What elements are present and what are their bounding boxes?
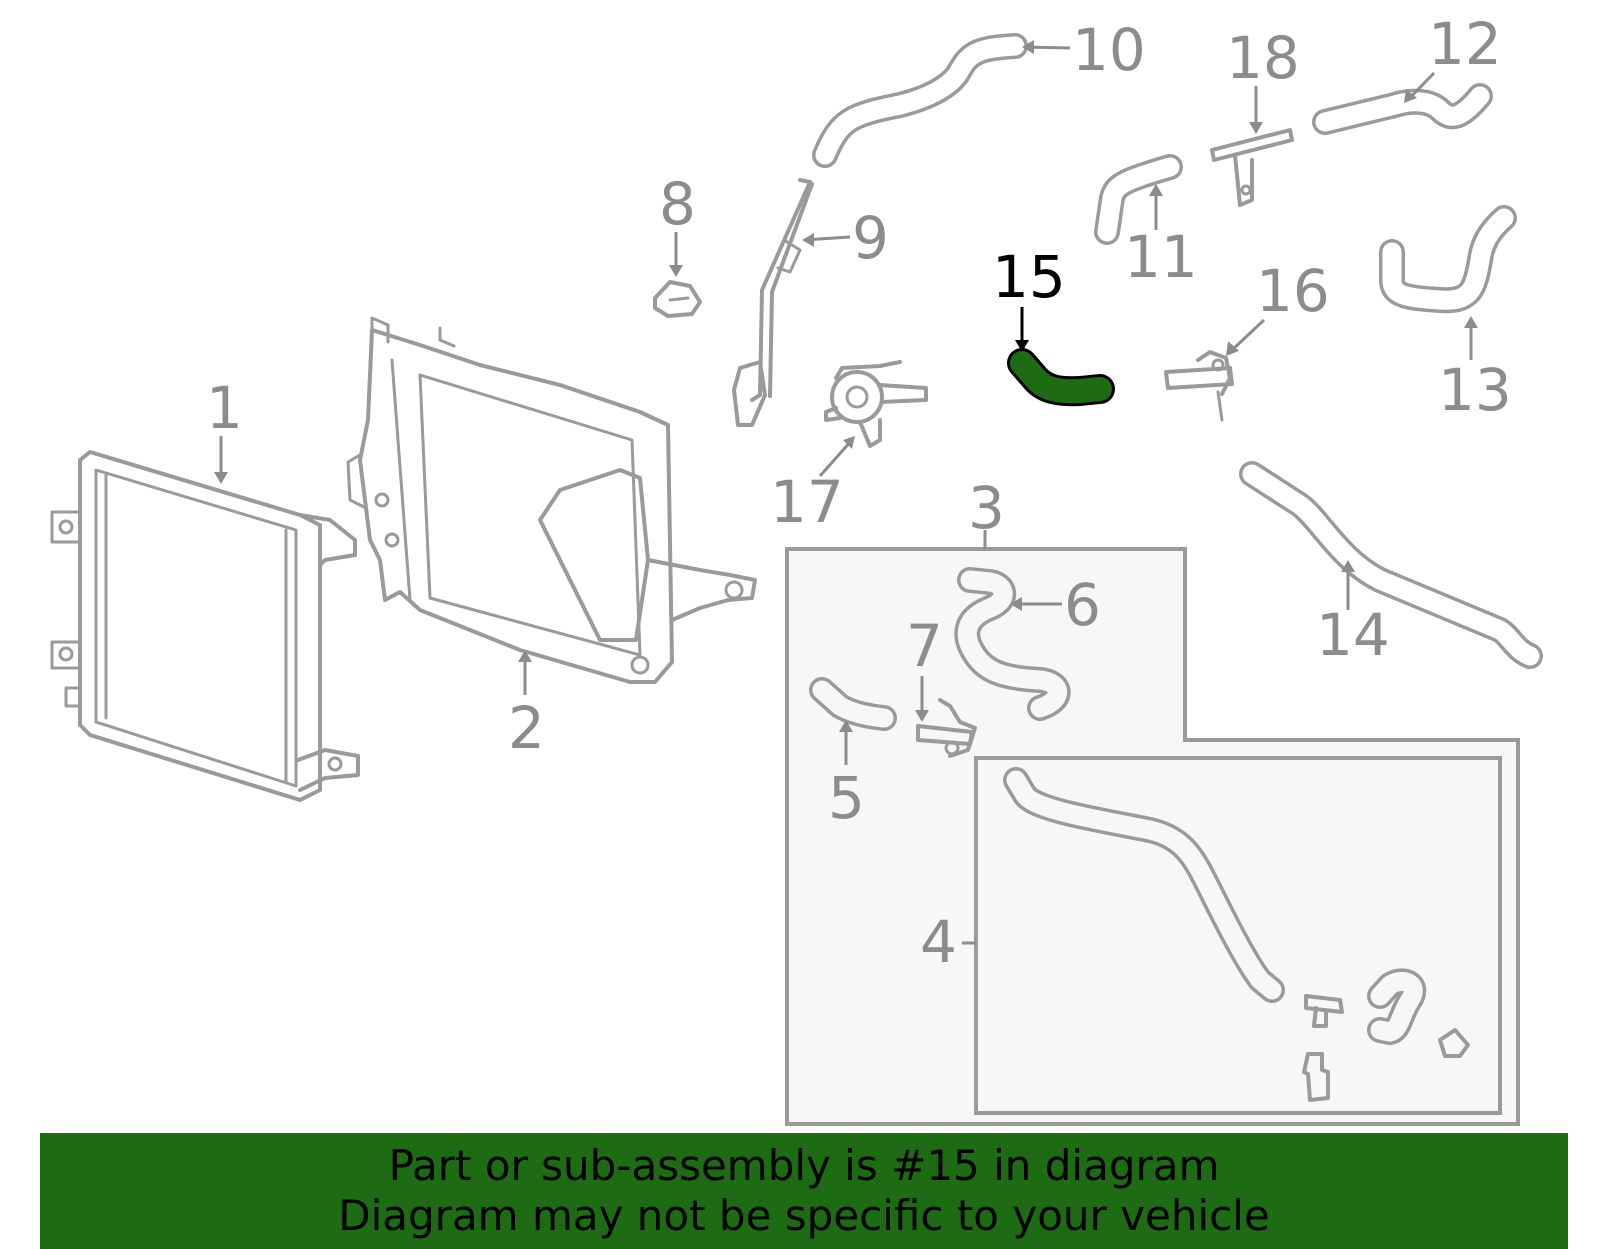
part-1-radiator: [50, 450, 360, 802]
leader-lines: [214, 40, 1478, 945]
part-10-hose: [812, 33, 1028, 168]
arrowhead-9: [802, 233, 814, 247]
arrowhead-6: [1010, 597, 1022, 611]
arrowhead-15: [1015, 340, 1029, 352]
part-2-radiator-support: [346, 316, 757, 684]
banner-line-2: Diagram may not be specific to your vehi…: [338, 1191, 1270, 1240]
arrowhead-18: [1249, 122, 1263, 134]
arrowhead-11: [1149, 184, 1163, 196]
part-16-fitting: [1164, 350, 1234, 422]
callout-3: 3: [968, 474, 1005, 542]
part-5-hose: [809, 677, 897, 731]
arrowhead-16: [1226, 341, 1239, 356]
callout-18: 18: [1226, 24, 1300, 92]
callout-6: 6: [1064, 571, 1101, 639]
callout-15: 15: [992, 243, 1066, 311]
arrowhead-12: [1404, 89, 1417, 103]
callout-1: 1: [206, 374, 243, 442]
arrowhead-5: [839, 720, 853, 732]
callout-14: 14: [1316, 601, 1390, 669]
callout-8: 8: [659, 170, 696, 238]
part-13-hose: [1379, 205, 1517, 314]
callout-13: 13: [1438, 356, 1512, 424]
part-8-cap: [653, 280, 702, 318]
callout-12: 12: [1428, 10, 1502, 78]
info-banner: Part or sub-assembly is #15 in diagram D…: [40, 1133, 1568, 1249]
callout-10: 10: [1072, 16, 1146, 84]
callout-2: 2: [508, 694, 545, 762]
callout-9: 9: [852, 204, 889, 272]
arrowhead-7: [915, 710, 929, 722]
callout-7: 7: [906, 612, 943, 680]
arrowhead-10: [1022, 40, 1034, 54]
part-14-pipe: [1239, 461, 1543, 669]
part-15-hose-highlighted: [1007, 348, 1115, 407]
arrowhead-13: [1464, 316, 1478, 328]
banner-line-1: Part or sub-assembly is #15 in diagram: [388, 1141, 1220, 1190]
parts-diagram: 1 2 3 4 5 6 7 8 9 10 11 12 13 14 15 16 1…: [50, 10, 1543, 1126]
callout-16: 16: [1256, 257, 1330, 325]
callout-5: 5: [828, 764, 865, 832]
part-7-fitting: [916, 698, 977, 758]
callout-4: 4: [920, 908, 957, 976]
part-18-pipe: [1210, 128, 1294, 207]
arrowhead-1: [214, 472, 228, 484]
callout-17: 17: [770, 468, 844, 536]
part-4-hose-assembly: [1003, 767, 1470, 1102]
part-6-hose: [954, 567, 1071, 721]
part-9-pipe: [732, 178, 814, 427]
part-11-hose: [1094, 154, 1183, 245]
part-12-hose: [1312, 83, 1493, 135]
callout-11: 11: [1124, 223, 1198, 291]
arrowhead-14: [1341, 560, 1355, 572]
arrowhead-17: [843, 436, 855, 449]
arrowhead-2: [518, 650, 532, 662]
arrowhead-8: [669, 265, 683, 277]
part-17-thermostat-housing: [824, 360, 928, 448]
